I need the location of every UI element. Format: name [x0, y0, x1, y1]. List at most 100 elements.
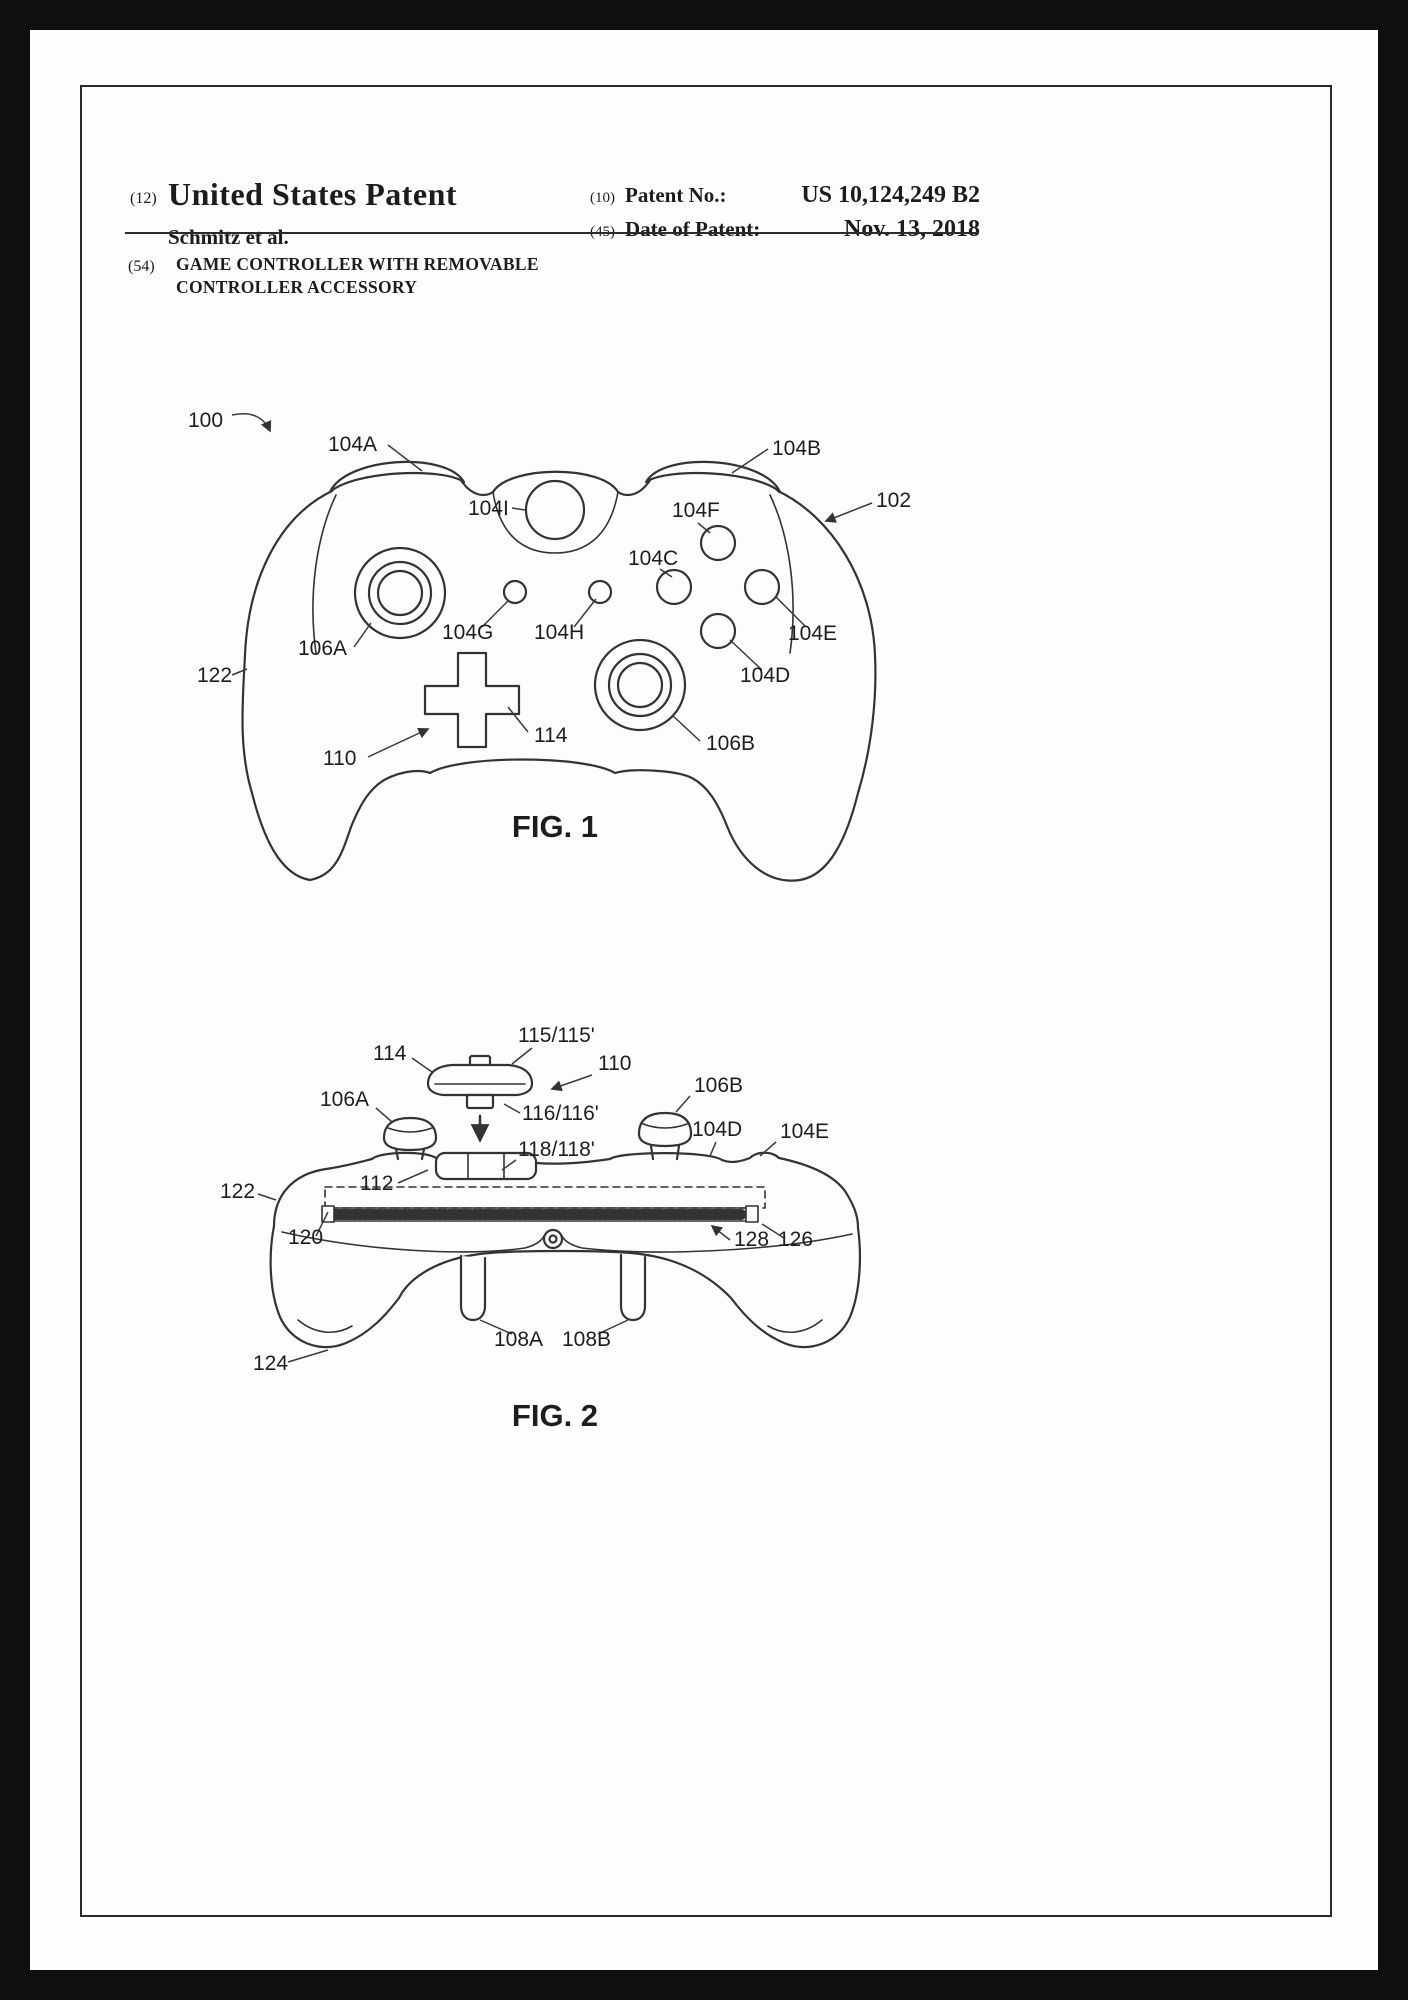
face-button-left [655, 568, 693, 606]
home-button [524, 479, 586, 541]
face-button-bottom [699, 612, 737, 650]
leader-106A [353, 622, 372, 648]
invention-title-line1: GAME CONTROLLER WITH REMOVABLE [176, 254, 539, 274]
ref-label-112: 112 [360, 1172, 393, 1195]
leader-114 [411, 1057, 433, 1073]
left-thumbstick-center [376, 569, 424, 617]
patent-number-row: (10) Patent No.: US 10,124,249 B2 [590, 182, 980, 209]
ref-label-114: 114 [373, 1042, 407, 1065]
ref-label-120: 120 [288, 1226, 323, 1249]
dpad [423, 651, 521, 749]
ref-label-104D: 104D [740, 664, 790, 687]
face-button-right [743, 568, 781, 606]
leader-106B [675, 1095, 691, 1113]
fig1-leader-lines [231, 413, 873, 758]
ref-label-110: 110 [323, 747, 356, 770]
ref-label-114: 114 [534, 724, 568, 747]
right-thumbstick-top [642, 1123, 688, 1129]
center-console-seam [492, 491, 619, 554]
fig2-leader-lines [257, 1047, 785, 1363]
ref-label-110: 110 [598, 1052, 631, 1075]
patent-page: (12) United States Patent Schmitz et al.… [30, 30, 1378, 1970]
leader-104G [481, 599, 510, 628]
ref-label-104H: 104H [534, 621, 584, 644]
face-button-top [699, 524, 737, 562]
leader-106B [671, 714, 701, 742]
left-bumper [328, 460, 466, 494]
leader-110-arrow [367, 727, 430, 758]
leader-104D [729, 639, 763, 671]
invention-title: GAME CONTROLLER WITH REMOVABLE CONTROLLE… [176, 253, 539, 299]
ref-label-115: 115/115' [518, 1024, 595, 1047]
accessory-stem [465, 1093, 495, 1110]
leader-106A [375, 1107, 393, 1123]
ref-label-104B: 104B [772, 437, 821, 460]
controller-front-edge-view [269, 1054, 862, 1349]
ref-label-104I: 104I [468, 497, 509, 520]
right-thumbstick-center [616, 661, 664, 709]
ref-label-106A: 106A [320, 1088, 369, 1111]
ref-label-122: 122 [197, 664, 232, 687]
right-face-seam [769, 494, 794, 654]
right-thumbstick-profile [637, 1111, 693, 1148]
left-support-peg [459, 1254, 487, 1322]
figure-2-drawing: 114 115/115' 110 106A 116/116' 106B 104D… [220, 1024, 862, 1433]
ref-label-124: 124 [253, 1352, 288, 1375]
left-thumbstick-profile [382, 1116, 438, 1152]
ref-label-126: 126 [778, 1228, 813, 1251]
fig1-caption: FIG. 1 [512, 809, 598, 844]
leader-122 [257, 1193, 277, 1201]
leader-100-arrow [231, 413, 272, 433]
right-stick-stem-l [649, 1144, 655, 1161]
header-num-10: (10) [590, 190, 615, 206]
inventor-name: Schmitz et al. [168, 225, 289, 249]
right-thumbstick-ring [593, 638, 687, 732]
ref-label-128: 128 [734, 1228, 769, 1251]
left-thumbstick-ring [353, 546, 447, 640]
ref-label-104C: 104C [628, 547, 678, 570]
ref-label-100: 100 [188, 409, 223, 432]
controller-body-outline [241, 462, 877, 882]
ref-label-116: 116/116' [522, 1102, 599, 1125]
leader-104I [511, 507, 526, 511]
patent-office-title: United States Patent [168, 176, 458, 212]
left-thumbstick-top [387, 1127, 433, 1133]
removable-dpad-accessory [426, 1054, 534, 1110]
header-divider [125, 232, 978, 234]
right-bumper [644, 460, 782, 494]
rail-end-right [745, 1205, 759, 1223]
leader-104A [387, 444, 423, 472]
right-stick-stem-r [675, 1144, 681, 1161]
left-face-seam [312, 494, 337, 654]
date-of-patent-label: Date of Patent: [625, 217, 761, 241]
fig1-reference-labels: 100 104A 104B 102 104I 104F 104C 104G 10… [188, 409, 911, 770]
accessory-cap [426, 1063, 534, 1097]
view-button [502, 579, 528, 605]
front-screw [542, 1228, 564, 1250]
leader-114 [507, 706, 529, 733]
right-front-seam [561, 1233, 853, 1253]
leader-124 [287, 1349, 329, 1363]
fig2-reference-labels: 114 115/115' 110 106A 116/116' 106B 104D… [220, 1024, 829, 1375]
ref-label-102: 102 [876, 489, 911, 512]
leader-104E [759, 1141, 777, 1157]
figure-1-drawing: 100 104A 104B 102 104I 104F 104C 104G 10… [188, 409, 911, 882]
left-stick-stem-r [420, 1147, 426, 1161]
patent-no-value: US 10,124,249 B2 [801, 182, 980, 208]
accessory-socket [434, 1151, 538, 1181]
ref-label-118: 118/118' [518, 1138, 595, 1161]
patent-no-label: Patent No.: [625, 183, 727, 207]
header-num-12: (12) [130, 190, 157, 207]
left-thumbstick-cap [367, 560, 433, 626]
ref-label-104A: 104A [328, 433, 377, 456]
leader-104C [659, 568, 673, 578]
ref-label-104D: 104D [692, 1118, 742, 1141]
ref-label-104F: 104F [672, 499, 720, 522]
leader-104B [731, 448, 769, 474]
controller-front-view [241, 460, 877, 882]
ref-label-106B: 106B [694, 1074, 743, 1097]
title-num-54: (54) [128, 258, 155, 275]
ref-label-108B: 108B [562, 1328, 611, 1351]
leader-108A [479, 1319, 513, 1335]
